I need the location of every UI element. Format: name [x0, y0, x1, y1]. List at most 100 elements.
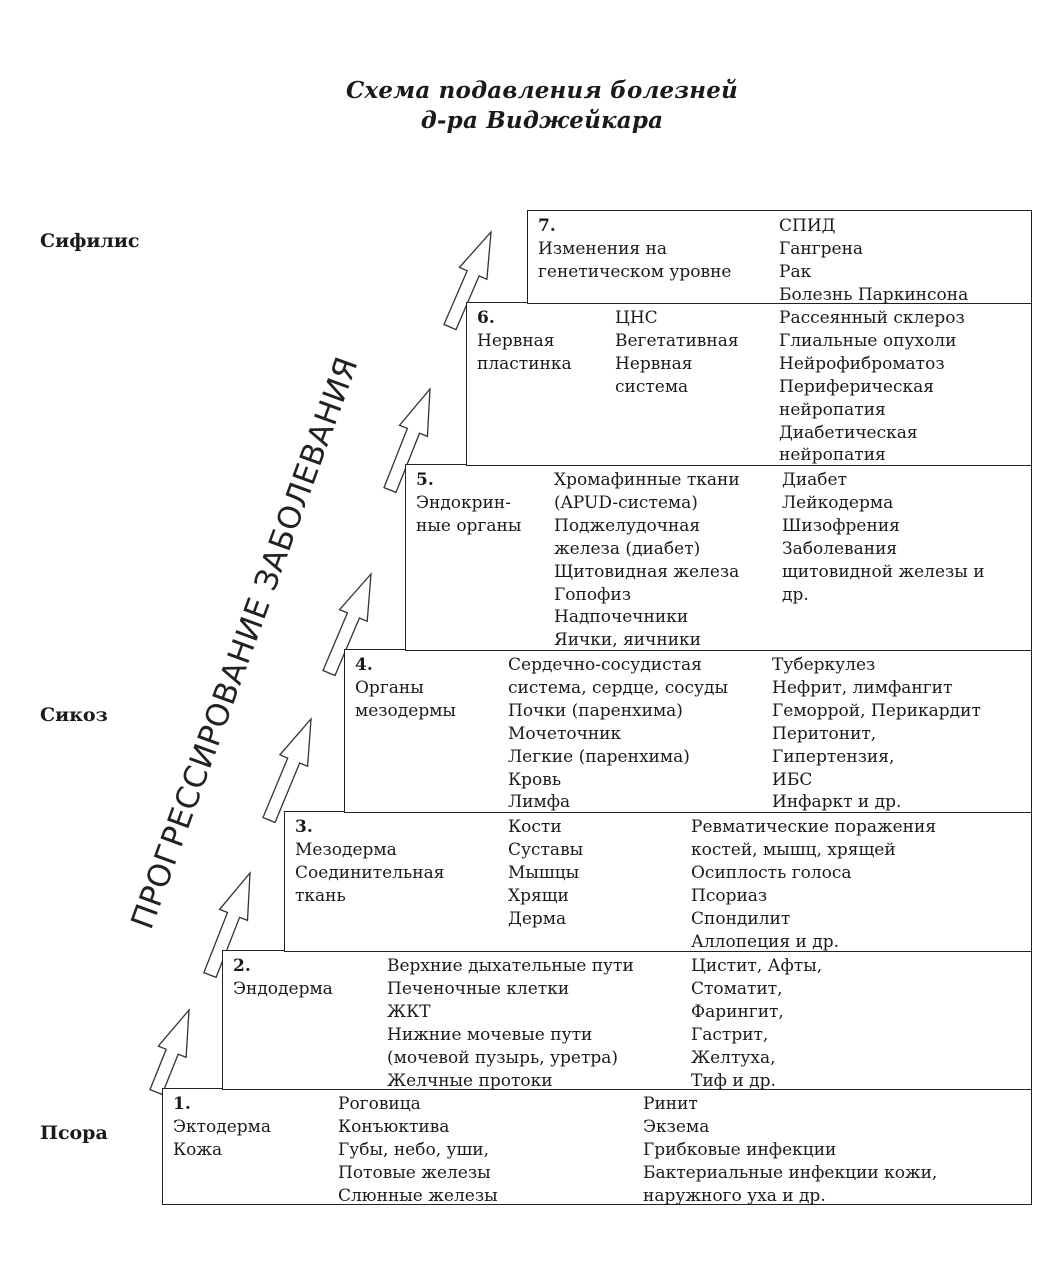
level-1-tissues: Роговица Конъюктива Губы, небо, уши, Пот…: [338, 1093, 498, 1208]
level-4-disease: ИБС: [772, 769, 813, 790]
level-3-disease: Ревматические поражения: [691, 817, 937, 837]
level-6-disease: Рассеянный склероз: [779, 308, 965, 328]
level-4-name-line: Органы: [355, 677, 424, 698]
level-6-name: 6. Нервная пластинка: [477, 307, 572, 376]
level-3-name-line: Соединительная: [295, 862, 445, 883]
level-5-tissue: (APUD-система): [554, 492, 698, 513]
level-3-tissue: Дерма: [508, 908, 567, 929]
progression-arrow-icon: [149, 1008, 190, 1096]
level-3-tissues: Кости Суставы Мышцы Хрящи Дерма: [508, 816, 583, 931]
level-5-tissue: Хромафинные ткани: [554, 470, 740, 490]
level-2-disease: Фарингит,: [691, 1001, 784, 1022]
level-box-1: 1. Эктодерма Кожа Роговица Конъюктива Гу…: [162, 1088, 1032, 1208]
level-7-name: 7. Изменения на генетическом уровне: [538, 215, 731, 284]
level-4-disease: Инфаркт и др.: [772, 792, 902, 813]
level-1-tissue: Потовые железы: [338, 1162, 491, 1183]
level-3-disease: Осиплость голоса: [691, 862, 852, 883]
level-4-disease: Геморрой, Перикардит: [772, 700, 981, 721]
level-4-tissue: Легкие (паренхима): [508, 746, 690, 767]
level-3-disease: Спондилит: [691, 908, 791, 929]
level-6-disease: нейропатия: [779, 399, 886, 420]
level-4-name: 4. Органы мезодермы: [355, 654, 456, 723]
level-5-tissue: железа (диабет): [554, 538, 701, 559]
level-2-tissues: Верхние дыхательные пути Печеночные клет…: [387, 955, 634, 1092]
level-box-4: 4. Органы мезодермы Сердечно-сосудистая …: [344, 649, 1032, 813]
level-1-name: 1. Эктодерма Кожа: [173, 1093, 271, 1162]
level-5-name-line: ные органы: [416, 515, 522, 536]
level-box-2: 2. Эндодерма Верхние дыхательные пути Пе…: [222, 950, 1032, 1092]
level-7-disease: СПИД: [779, 216, 836, 236]
level-5-tissue: Яички, яичники: [554, 630, 701, 651]
diagram-title-line-2: д-ра Виджейкара: [420, 107, 664, 134]
progression-arrow-icon: [443, 230, 492, 331]
level-5-disease: др.: [782, 584, 809, 605]
level-4-tissue: Лимфа: [508, 792, 571, 813]
level-4-number: 4.: [355, 655, 373, 675]
level-3-tissue: Мышцы: [508, 862, 580, 883]
level-4-tissue: система, сердце, сосуды: [508, 677, 729, 698]
level-5-tissues: Хромафинные ткани (APUD-система) Поджелу…: [554, 469, 740, 652]
level-2-tissue: (мочевой пузырь, уретра): [387, 1047, 619, 1068]
level-5-diseases: Диабет Лейкодерма Шизофрения Заболевания…: [782, 469, 985, 606]
level-7-diseases: СПИД Гангрена Рак Болезнь Паркинсона: [779, 215, 968, 307]
level-6-disease: Глиальные опухоли: [779, 330, 957, 351]
level-1-disease: Грибковые инфекции: [643, 1139, 837, 1160]
level-1-number: 1.: [173, 1094, 191, 1114]
level-7-disease: Гангрена: [779, 238, 864, 259]
level-5-tissue: Щитовидная железа: [554, 561, 740, 582]
level-2-disease: Гастрит,: [691, 1024, 769, 1045]
level-6-name-line: пластинка: [477, 353, 572, 374]
level-2-name: 2. Эндодерма: [233, 955, 333, 1001]
level-4-tissue: Кровь: [508, 769, 562, 790]
level-7-disease: Болезнь Паркинсона: [779, 284, 969, 305]
level-5-tissue: Поджелудочная: [554, 515, 701, 536]
level-6-disease: нейропатия: [779, 445, 886, 466]
level-1-name-line: Эктодерма: [173, 1116, 272, 1137]
level-3-disease: костей, мышц, хрящей: [691, 839, 896, 860]
level-box-5: 5. Эндокрин- ные органы Хромафинные ткан…: [405, 464, 1032, 651]
level-2-tissue: ЖКТ: [387, 1001, 431, 1022]
level-5-disease: Шизофрения: [782, 515, 900, 536]
progression-arrow-icon: [262, 717, 312, 824]
level-1-tissue: Слюнные железы: [338, 1185, 498, 1206]
level-box-7: 7. Изменения на генетическом уровне СПИД…: [527, 210, 1032, 307]
level-2-tissue: Печеночные клетки: [387, 978, 570, 999]
level-1-disease: Бактериальные инфекции кожи,: [643, 1162, 938, 1183]
level-6-disease: Нейрофиброматоз: [779, 353, 945, 374]
level-2-disease: Стоматит,: [691, 978, 783, 999]
level-6-diseases: Рассеянный склероз Глиальные опухоли Ней…: [779, 307, 965, 467]
level-2-tissue: Верхние дыхательные пути: [387, 956, 634, 976]
level-1-tissue: Роговица: [338, 1094, 421, 1114]
level-box-3: 3. Мезодерма Соединительная ткань Кости …: [284, 811, 1032, 952]
level-3-diseases: Ревматические поражения костей, мышц, хр…: [691, 816, 936, 953]
level-5-disease: Лейкодерма: [782, 492, 894, 513]
level-2-disease: Желтуха,: [691, 1047, 776, 1068]
level-6-tissue: ЦНС: [615, 308, 658, 328]
level-2-name-line: Эндодерма: [233, 978, 333, 999]
level-3-name-line: Мезодерма: [295, 839, 397, 860]
level-4-disease: Гипертензия,: [772, 746, 895, 767]
level-5-tissue: Надпочечники: [554, 607, 689, 628]
level-1-disease: Экзема: [643, 1116, 710, 1137]
level-1-tissue: Губы, небо, уши,: [338, 1139, 490, 1160]
level-2-disease: Тиф и др.: [691, 1070, 776, 1091]
diagram-title-line-1: Схема подавления болезней: [346, 77, 738, 104]
level-5-disease: Диабет: [782, 470, 847, 490]
level-box-6: 6. Нервная пластинка ЦНС Вегетативная Не…: [466, 302, 1032, 466]
level-4-tissue: Мочеточник: [508, 723, 622, 744]
progression-arrow-icon: [383, 387, 431, 494]
level-3-tissue: Суставы: [508, 839, 584, 860]
level-5-name-line: Эндокрин-: [416, 492, 511, 513]
level-3-tissue: Хрящи: [508, 885, 569, 906]
level-4-disease: Туберкулез: [772, 655, 876, 675]
level-7-number: 7.: [538, 216, 556, 236]
level-7-name-line: Изменения на: [538, 238, 668, 259]
level-3-disease: Псориаз: [691, 885, 768, 906]
level-6-disease: Диабетическая: [779, 422, 918, 443]
level-3-name-line: ткань: [295, 885, 346, 906]
level-6-disease: Периферическая: [779, 376, 934, 397]
miasm-label-psora: Псора: [40, 1122, 108, 1144]
level-4-name-line: мезодермы: [355, 700, 456, 721]
level-2-diseases: Цистит, Афты, Стоматит, Фарингит, Гастри…: [691, 955, 822, 1092]
